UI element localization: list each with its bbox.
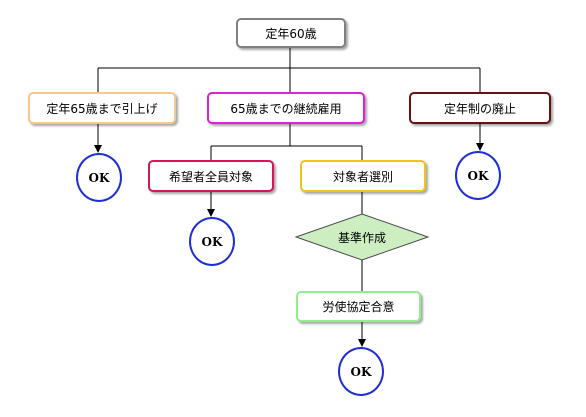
labor-agreement-node: 労使協定合意: [296, 291, 421, 322]
continued-employment-label: 65歳までの継続雇用: [230, 101, 342, 116]
ok-abolish-label: OK: [467, 168, 489, 183]
root-label: 定年60歳: [265, 26, 317, 41]
ok-all-circle: OK: [189, 217, 235, 266]
all-applicants-node: 希望者全員対象: [148, 160, 274, 192]
ok-agreement-label: OK: [350, 364, 372, 379]
raise-age-label: 定年65歳まで引上げ: [46, 101, 158, 116]
ok-raise-label: OK: [88, 170, 110, 185]
ok-all-label: OK: [201, 234, 223, 249]
ok-agreement-circle: OK: [338, 347, 384, 396]
abolish-label: 定年制の廃止: [443, 101, 516, 116]
continued-employment-node: 65歳までの継続雇用: [207, 92, 365, 124]
criteria-label: 基準作成: [337, 230, 386, 245]
selected-applicants-label: 対象者選別: [332, 169, 393, 184]
ok-abolish-circle: OK: [455, 151, 501, 200]
abolish-node: 定年制の廃止: [409, 92, 551, 124]
criteria-label-wrap: 基準作成: [296, 214, 428, 260]
selected-applicants-node: 対象者選別: [300, 160, 426, 192]
ok-raise-circle: OK: [76, 153, 122, 202]
labor-agreement-label: 労使協定合意: [322, 300, 395, 314]
root-node: 定年60歳: [236, 18, 346, 48]
all-applicants-label: 希望者全員対象: [168, 169, 253, 184]
raise-age-node: 定年65歳まで引上げ: [28, 92, 176, 124]
